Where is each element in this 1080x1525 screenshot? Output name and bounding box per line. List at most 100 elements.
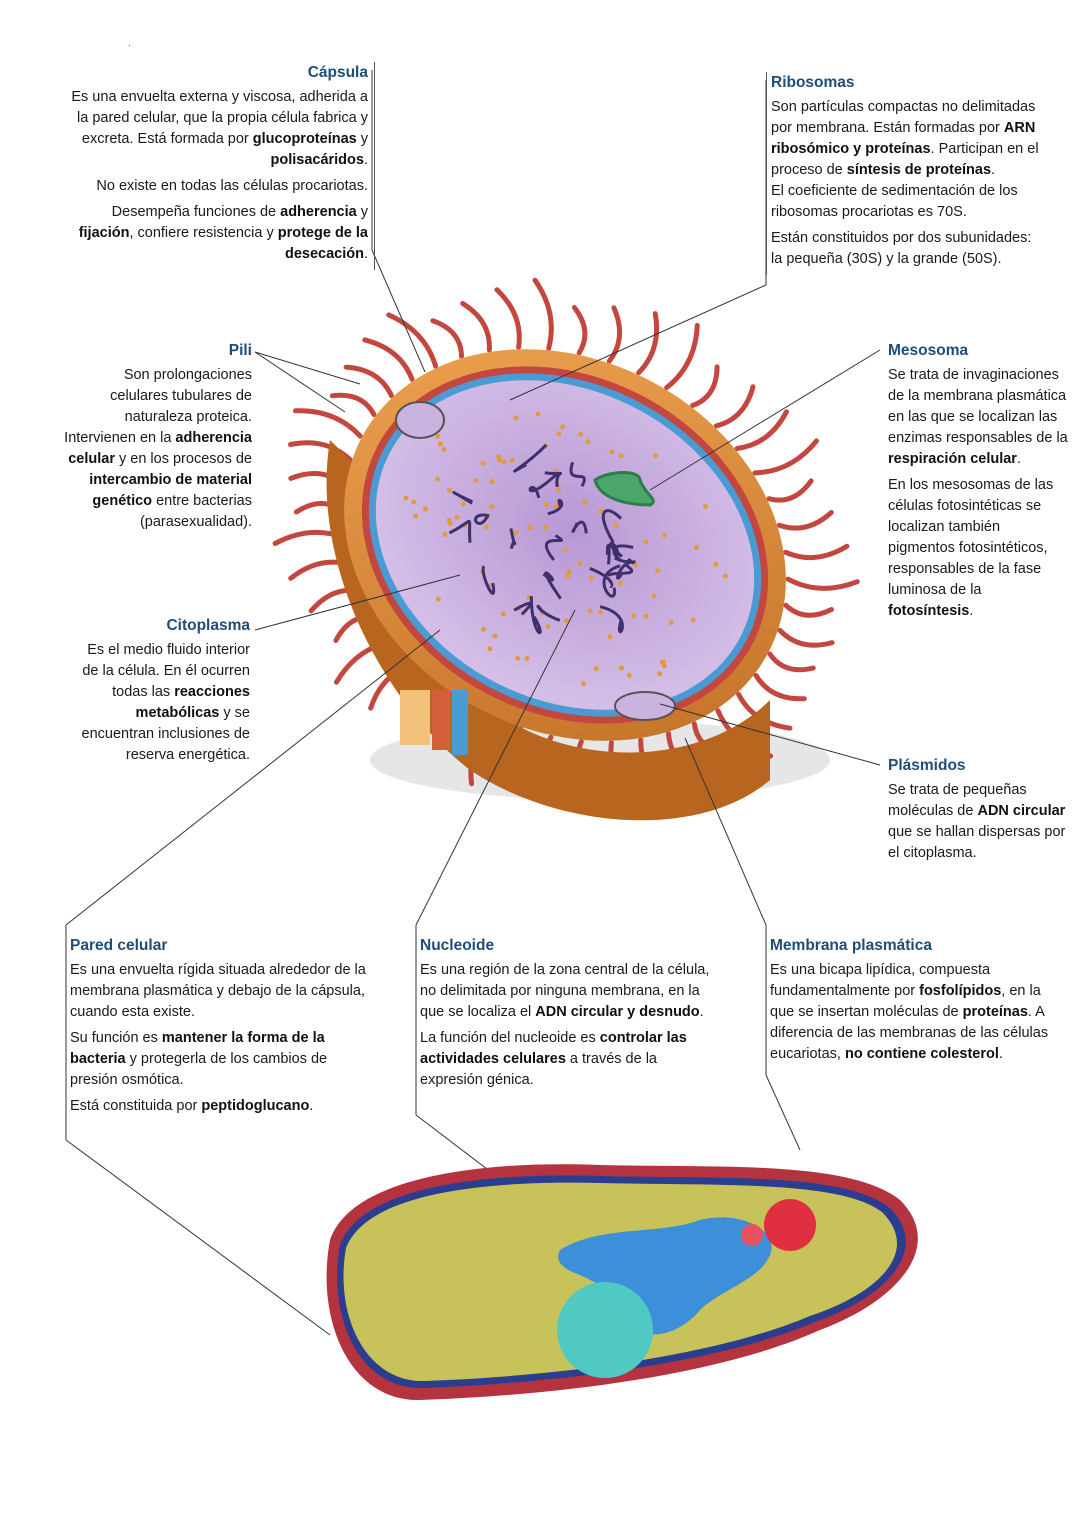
dna-strand [571,520,588,534]
pilus [571,305,588,356]
pilus [783,543,850,561]
pilus [293,408,363,439]
ribosome-dot [480,460,486,466]
ribosome-dot [501,459,507,465]
dna-strand [481,565,496,595]
plasmid-top [395,401,445,439]
pili-text-2: Intervienen en la adherencia celular y e… [64,430,252,530]
ribosome-dot [618,453,624,459]
pilus [690,364,720,408]
pilus [532,277,554,351]
ribosome-dot [435,596,441,602]
pilus [777,627,835,648]
ribosome-dot [446,487,452,493]
pilus [767,651,816,673]
capsula-text-2: No existe en todas las células procariot… [96,178,368,194]
ribosome-dot [643,613,649,619]
pilus [494,287,522,350]
ribosome-dot [487,646,493,652]
pilus [606,305,622,364]
nucleoide-block: Nucleoide Es una región de la zona centr… [420,935,715,1096]
nucleoide-title: Nucleoide [420,937,495,954]
ribosome-dot [657,671,663,677]
ribosome-dot [593,666,599,671]
ribosome-dot [413,513,419,519]
ribosome-dot [633,562,638,568]
dna-strand [547,498,564,516]
capsula-title: Cápsula [307,64,368,81]
ribosome-dot [581,681,586,687]
ribosome-dot [618,665,624,671]
pared-title: Pared celular [70,937,168,954]
ribosome-dot [563,618,569,624]
ribosome-dot [447,520,453,526]
page-mark: . [128,38,131,49]
ribosome-dot [543,524,549,530]
ribosome-dot [617,580,623,586]
dna-strand [569,461,586,487]
pilus [713,384,756,429]
ribosome-dot [643,539,649,545]
dna-strand [544,471,563,488]
pared-text-3: Está constituida por peptidoglucano. [70,1098,314,1114]
nucleoide-text-2: La función del nucleoide es controlar la… [420,1030,687,1088]
pilus [734,409,789,451]
ribosomas-text-3: Están constituidos por dos subunidades: … [771,230,1032,267]
ribosome-dot [403,495,409,501]
pilus [386,312,439,369]
dna-strand [609,541,623,558]
dna-strand [616,560,636,580]
ribosome-dot [509,457,515,463]
capsula-text-1: Es una envuelta externa y viscosa, adher… [71,89,368,168]
pilus [785,576,860,591]
membrana-title: Membrana plasmática [770,937,932,954]
ribosome-dot [565,573,571,579]
ribosome-dot [489,504,494,510]
dna-strand [452,490,473,505]
membrana-block: Membrana plasmática Es una bicapa lipídi… [770,935,1065,1070]
ribosome-dot [631,613,636,619]
ribosome-dot [543,501,549,507]
ribosomas-block: Ribosomas Son partículas compactas no de… [766,72,1041,275]
ribosome-dot [460,501,466,507]
ribosome-dot [484,524,489,530]
ribosome-dot [524,655,530,661]
dna-strand [448,519,472,543]
nucleoide-text-1: Es una región de la zona central de la c… [420,962,710,1020]
ribosome-dot [553,503,559,509]
ribosome-dot [577,560,583,566]
ribosome-dot [582,499,588,505]
ribosome-dot [690,617,696,623]
membrana-text-1: Es una bicapa lipídica, compuesta fundam… [770,962,1049,1062]
ribosome-dot [609,449,615,455]
ribosome-dot [613,522,619,528]
ribosome-dot [555,487,561,493]
ribosome-dot [661,663,667,669]
ribosome-dot [661,659,667,665]
dna-strand [542,571,562,600]
ribosome-dot [545,624,551,629]
ribosome-dot [598,508,604,514]
dna-strand [601,509,623,544]
ribosome-dot [435,476,441,482]
ribosome-dot [651,593,657,599]
dna-strand [589,567,614,588]
pilus [430,318,464,359]
pili-title: Pili [228,342,252,359]
micrograph-plasmid-body [557,1282,653,1378]
micrograph-red-small [741,1224,763,1246]
capsula-block: Cápsula Es una envuelta externa y viscos… [60,62,375,270]
pilus [766,478,814,503]
pili-block: Pili Son prolongaciones celulares tubula… [62,340,252,538]
pilus [460,301,492,353]
plasmidos-title: Plásmidos [888,757,966,774]
ribosomas-title: Ribosomas [771,74,855,91]
ribosome-dot [587,608,593,614]
dna-strand [509,528,517,550]
ribosome-dot [588,575,594,581]
ribosome-dot [411,499,417,505]
ribosome-dot [578,431,584,437]
dna-strand [605,543,611,565]
ribosome-dot [585,439,591,445]
